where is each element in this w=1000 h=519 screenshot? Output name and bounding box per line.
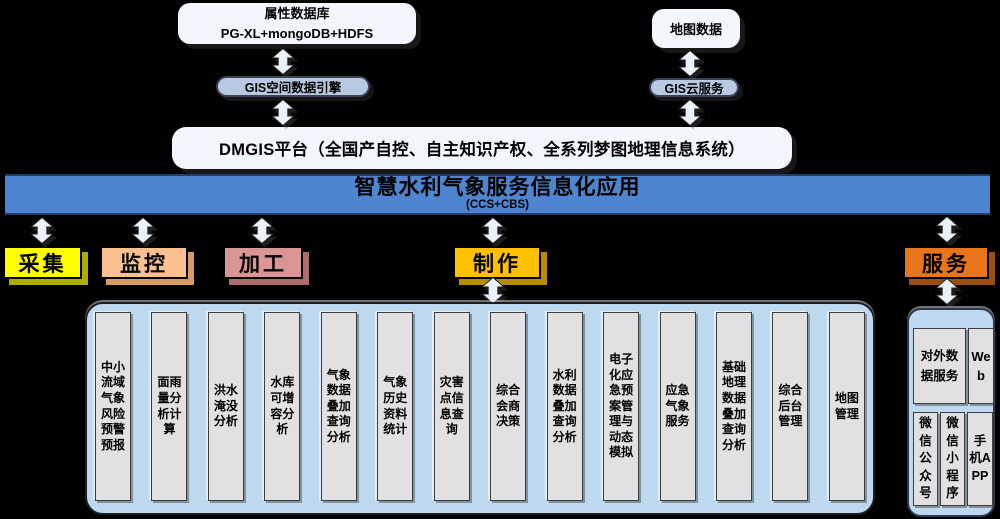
- module-item: 综合会商决策: [490, 312, 527, 501]
- mobile-app-box: 手机APP: [967, 412, 993, 506]
- modules-container: 中小流域气象风险预警预报 面雨量分析计算 洪水淹没分析 水库可增容分析 气象数据…: [85, 302, 875, 515]
- double-arrow-icon: [935, 278, 959, 305]
- module-item: 气象历史资料统计: [377, 312, 414, 501]
- double-arrow-icon: [678, 50, 702, 77]
- stage-process: 加工: [223, 246, 303, 279]
- double-arrow-icon: [271, 99, 295, 126]
- module-item: 灾害点信息查询: [433, 312, 470, 501]
- dmgis-platform-node: DMGIS平台（全国产自控、自主知识产权、全系列梦图地理信息系统）: [172, 127, 792, 169]
- stage-collect: 采集: [3, 246, 82, 279]
- gis-cloud-service-node: GIS云服务: [649, 78, 739, 97]
- module-item: 基础地理数据叠加查询分析: [715, 312, 752, 501]
- module-item: 洪水淹没分析: [207, 312, 244, 501]
- double-arrow-icon: [250, 217, 274, 244]
- module-item: 面雨量分析计算: [151, 312, 188, 501]
- attribute-database-node: 属性数据库 PG-XL+mongoDB+HDFS: [178, 3, 416, 44]
- external-data-service-box: 对外数据服务: [913, 328, 966, 404]
- stage-produce: 制作: [453, 246, 541, 279]
- double-arrow-icon: [678, 99, 702, 126]
- double-arrow-icon: [481, 217, 505, 244]
- module-item: 水利数据叠加查询分析: [546, 312, 583, 501]
- application-bar-subtitle: (CCS+CBS): [466, 199, 529, 212]
- web-box: Web: [968, 328, 994, 404]
- services-panel: 对外数据服务 Web 微信公众号 微信小程序 手机APP: [907, 308, 995, 517]
- module-item: 综合后台管理: [772, 312, 809, 501]
- module-item: 中小流域气象风险预警预报: [95, 312, 131, 501]
- module-item: 水库可增容分析: [264, 312, 301, 501]
- map-data-node: 地图数据: [652, 9, 740, 48]
- wechat-mini-program-box: 微信小程序: [940, 412, 965, 506]
- module-item: 地图管理: [828, 312, 865, 501]
- stage-monitor: 监控: [100, 246, 188, 279]
- stage-service: 服务: [903, 246, 989, 279]
- double-arrow-icon: [131, 217, 155, 244]
- application-bar-title: 智慧水利气象服务信息化应用: [354, 176, 641, 200]
- attribute-database-title: 属性数据库: [264, 6, 330, 21]
- gis-spatial-engine-node: GIS空间数据引擎: [216, 76, 370, 97]
- double-arrow-icon: [30, 217, 54, 244]
- wechat-official-account-box: 微信公众号: [913, 412, 938, 506]
- attribute-database-tech: PG-XL+mongoDB+HDFS: [220, 25, 374, 41]
- double-arrow-icon: [271, 48, 295, 75]
- module-item: 电子化应急预案管理与动态模拟: [603, 312, 640, 501]
- double-arrow-icon: [935, 216, 959, 243]
- module-item: 应急气象服务: [659, 312, 696, 501]
- double-arrow-icon: [481, 277, 505, 304]
- application-bar: 智慧水利气象服务信息化应用 (CCS+CBS): [5, 174, 990, 215]
- module-item: 气象数据叠加查询分析: [320, 312, 357, 501]
